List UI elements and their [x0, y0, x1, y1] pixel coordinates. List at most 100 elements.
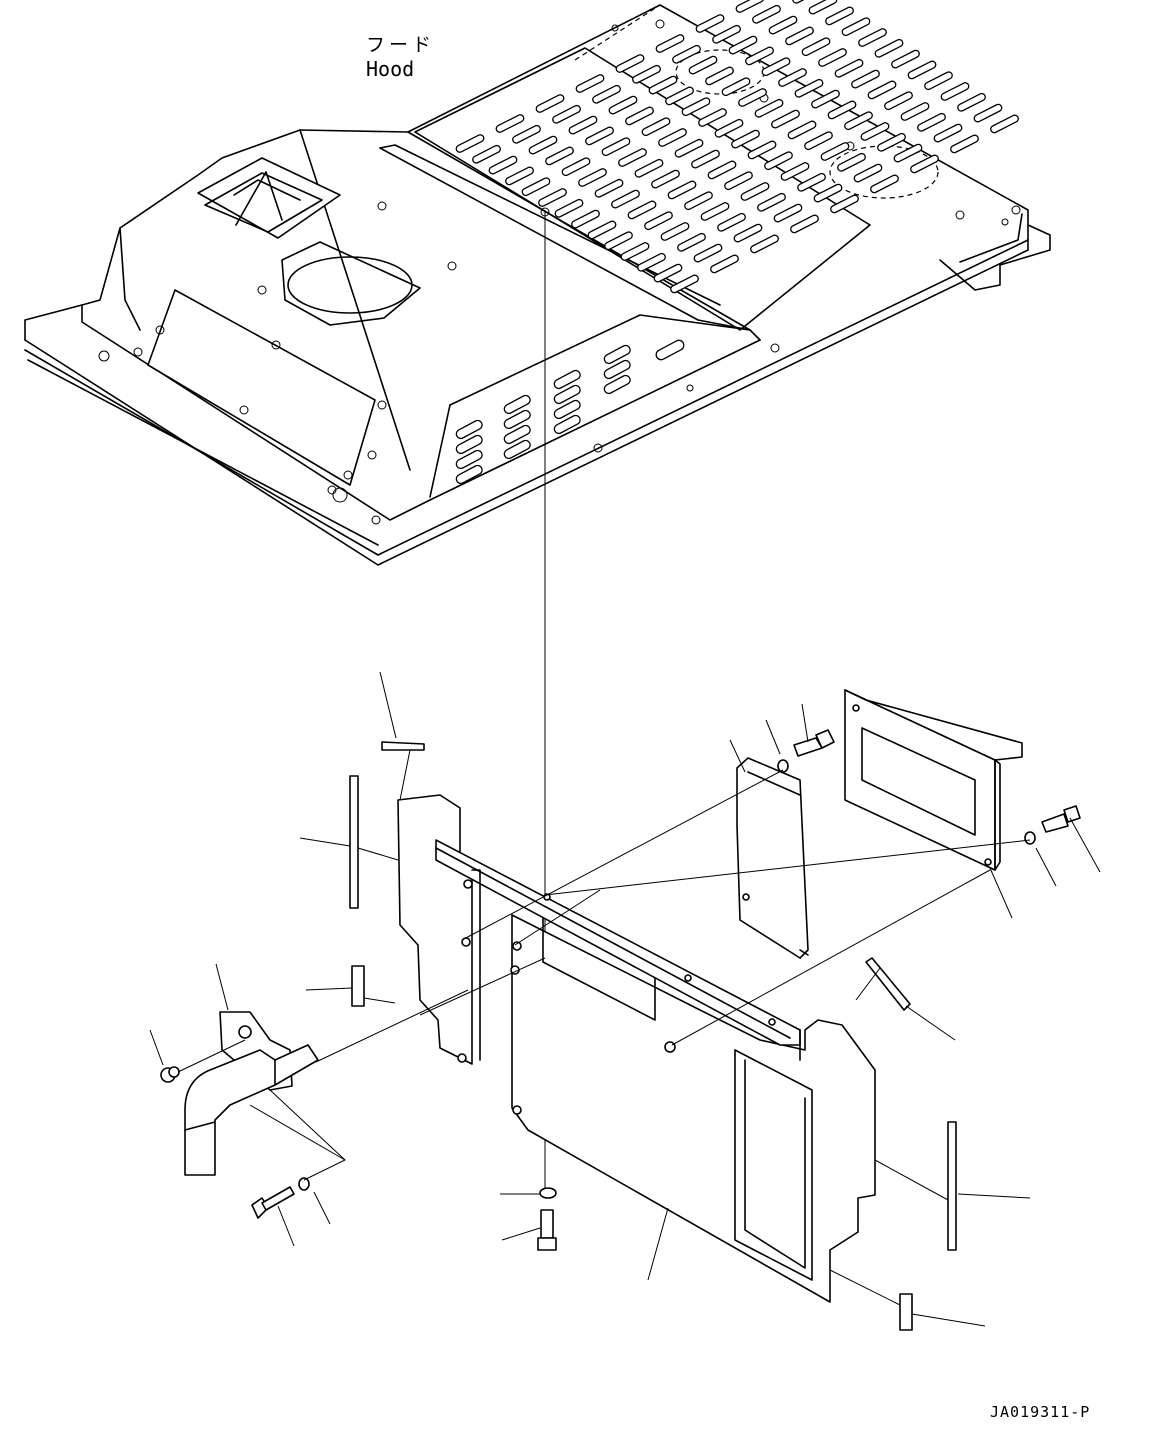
grille-slot	[710, 254, 740, 274]
grille-slot	[700, 202, 730, 222]
grille-slot	[867, 80, 897, 100]
grille-slot	[488, 155, 518, 175]
grille-slot	[698, 108, 728, 128]
grille-slot	[933, 123, 963, 143]
grille-slot	[728, 35, 758, 55]
grille-slot	[717, 212, 747, 232]
drawing-number: JA019311-P	[990, 1403, 1091, 1421]
grille-slot	[910, 154, 940, 174]
grille-slot	[688, 55, 718, 75]
grille-slot	[804, 131, 834, 151]
grille-slot	[891, 49, 921, 69]
grille-slot	[648, 75, 678, 95]
grille-slot	[827, 100, 857, 120]
grille-slot	[811, 89, 841, 109]
grille-slot	[677, 232, 707, 252]
grille-slot	[733, 223, 763, 243]
grille-slot	[900, 102, 930, 122]
grille-slot	[808, 0, 838, 15]
grille-slot	[665, 86, 695, 106]
grille-slot	[620, 242, 650, 262]
grille-slot	[731, 129, 761, 149]
grille-slot	[853, 163, 883, 183]
grille-slot	[757, 192, 787, 212]
grille-slot	[834, 58, 864, 78]
grille-slot	[820, 142, 850, 162]
grille-slot	[754, 98, 784, 118]
grille-slot	[667, 180, 697, 200]
grille-slot	[674, 138, 704, 158]
grille-slot	[973, 103, 1003, 123]
grille-slot	[538, 188, 568, 208]
grille-slot	[561, 157, 591, 177]
grille-slot	[851, 69, 881, 89]
grille-slot	[884, 91, 914, 111]
grille-slot	[773, 203, 803, 223]
grille-slot	[455, 134, 485, 154]
grille-slot	[712, 24, 742, 44]
grille-slot	[705, 66, 735, 86]
grille-slot	[825, 6, 855, 26]
grille-slot	[585, 126, 615, 146]
grille-slot	[615, 54, 645, 74]
grille-slot	[535, 94, 565, 114]
grille-slot	[707, 160, 737, 180]
grille-slot	[813, 183, 843, 203]
grille-slot	[587, 220, 617, 240]
grille-slot	[637, 252, 667, 272]
grille-slot	[618, 148, 648, 168]
grille-slot	[780, 162, 810, 182]
grille-slot	[778, 68, 808, 88]
grille-slot	[578, 168, 608, 188]
hood-assembly	[25, 0, 1050, 565]
grille-slot	[957, 92, 987, 112]
grille-slot	[721, 77, 751, 97]
main-plate-assembly	[398, 795, 875, 1302]
duct-frame	[845, 690, 1022, 870]
grille-slot	[818, 48, 848, 68]
grille-slot	[801, 37, 831, 57]
grille-slot	[528, 135, 558, 155]
grille-slot	[608, 95, 638, 115]
grille-slot	[858, 28, 888, 48]
grille-slot	[841, 17, 871, 37]
grille-slot	[594, 178, 624, 198]
grille-slot	[641, 117, 671, 137]
grille-slot	[644, 211, 674, 231]
large-cover-plate	[512, 915, 875, 1302]
grille-slot	[830, 194, 860, 214]
grille-slot	[735, 0, 765, 13]
grille-slot	[660, 222, 690, 242]
grille-slot	[844, 111, 874, 131]
grille-slot	[672, 44, 702, 64]
grille-slot	[691, 149, 721, 169]
grille-slot	[750, 234, 780, 254]
grille-slot	[877, 132, 907, 152]
grille-slot	[940, 82, 970, 102]
grille-slot	[552, 104, 582, 124]
grille-slot	[655, 34, 685, 54]
grille-slot	[917, 112, 947, 132]
grille-slot	[950, 134, 980, 154]
grille-slot	[785, 26, 815, 46]
small-cover-plate	[737, 758, 808, 958]
grille-slot	[681, 97, 711, 117]
grille-slot	[575, 74, 605, 94]
grille-slot	[604, 231, 634, 251]
grille-slot	[521, 177, 551, 197]
grille-slot	[495, 114, 525, 134]
grille-slot	[545, 146, 575, 166]
grille-slot	[684, 191, 714, 211]
grille-slot	[790, 214, 820, 234]
grille-slot	[611, 189, 641, 209]
grille-slot	[658, 128, 688, 148]
grille-slot	[651, 169, 681, 189]
grille-slot	[874, 38, 904, 58]
grille-slot	[601, 137, 631, 157]
grille-slot	[472, 144, 502, 164]
grille-slot	[745, 46, 775, 66]
grille-slot	[787, 120, 817, 140]
grille-slot	[714, 118, 744, 138]
grille-slot	[693, 243, 723, 263]
grille-slot	[738, 88, 768, 108]
